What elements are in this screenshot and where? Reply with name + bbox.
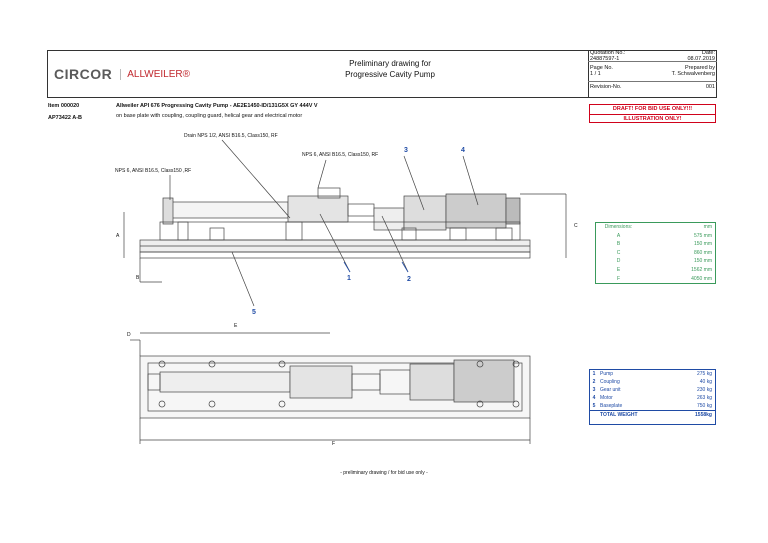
draft-line-2: ILLUSTRATION ONLY! [623,116,682,122]
dimensions-unit: mm [703,224,712,230]
ap-number: AP73422 A-B [48,115,83,121]
dim-key: F [616,275,621,282]
title-line-1: Preliminary drawing for [349,59,431,68]
dimension-row: A 575 mm [596,232,715,241]
weight-label: Pump [600,371,614,377]
callout-4: 4 [461,147,465,154]
weight-label: Baseplate [600,403,623,409]
dim-value: 150 mm [693,241,712,248]
item-description: Allweiler API 676 Progressing Cavity Pum… [116,103,318,109]
dim-letter-a: A [116,233,120,239]
weight-num: 3 [592,387,596,393]
dim-letter-e: E [234,323,238,329]
weight-value: 263 kg [696,395,712,401]
weight-row: 1 Pump 275 kg [590,370,715,378]
suction-annotation: NPS 6, ANSI B16.5, Class150 ,RF [115,168,192,174]
revision-label: Revision-No. [590,84,622,90]
dimension-row: D 150 mm [596,257,715,266]
dim-key: A [616,232,621,239]
weight-value: 40 kg [699,379,712,385]
weight-value: 275 kg [696,371,712,377]
info-grid: Quotation No.:24887597-1 Date:08.07.2019… [588,50,717,97]
dim-value: 860 mm [693,249,712,256]
dim-letter-c: C [574,223,578,229]
weights-table: 1 Pump 275 kg 2 Coupling 40 kg 3 Gear unit 230… [589,369,716,425]
weight-row: 3 Gear unit 230 kg [590,386,715,394]
company-logo: CIRCOR ALLWEILER® [48,51,193,97]
weight-row: 5 Baseplate 750 kg [590,402,715,410]
weight-num: 1 [592,371,596,377]
dim-value: 575 mm [693,232,712,239]
dim-key: E [616,266,621,273]
page-value: 1 / 1 [590,70,601,77]
draft-warning-box: DRAFT! FOR BID USE ONLY!!! ILLUSTRATION … [589,104,716,123]
dim-value: 4050 mm [691,275,712,282]
dim-key: B [616,241,621,248]
prepared-value: T. Schwalvenberg [671,70,715,77]
callout-5: 5 [252,309,256,316]
weight-value: 230 kg [696,387,712,393]
document-title: Preliminary drawing for Progressive Cavi… [300,58,480,80]
dim-key: C [616,249,621,256]
item-sub-description: on base plate with coupling, coupling gu… [116,113,303,119]
prepared-label: Prepared by [685,64,715,71]
quotation-label: Quotation No.: [590,50,626,56]
callout-3: 3 [404,147,408,154]
weight-label: Coupling [600,379,620,385]
weight-num: 4 [592,395,596,401]
weight-value: 750 kg [696,403,712,409]
info-row-revision: Revision-No. 001 [588,82,717,93]
info-row-quotation: Quotation No.:24887597-1 Date:08.07.2019 [588,50,717,62]
dim-value: 1562 mm [691,266,712,273]
item-number: Item 000020 [48,103,80,109]
footer-note: - preliminary drawing / for bid use only… [340,470,428,476]
dimension-row: C 860 mm [596,249,715,258]
weight-total-row: TOTAL WEIGHT 1558kg [590,410,715,419]
draft-line-1: DRAFT! FOR BID USE ONLY!!! [590,105,715,115]
dimension-row: E 1562 mm [596,266,715,275]
dim-key: D [616,258,621,265]
weight-row: 2 Coupling 40 kg [590,378,715,386]
dimension-row: B 150 mm [596,240,715,249]
title-line-2: Progressive Cavity Pump [345,70,435,79]
logo-circor: CIRCOR [54,66,113,82]
dim-letter-d: D [127,332,131,338]
weight-num: 2 [592,379,596,385]
dim-value: 150 mm [693,258,712,265]
date-label: Date: [701,50,715,56]
callout-1: 1 [347,275,351,282]
dim-letter-b: B [136,275,140,281]
dimensions-label: Dimensions: [604,224,633,230]
weight-row: 4 Motor 263 kg [590,394,715,402]
weight-label: Motor [600,395,613,401]
weight-label: Gear unit [600,387,621,393]
total-label: TOTAL WEIGHT [600,412,638,418]
dimensions-table: Dimensions: mm A 575 mm B 150 mm C 860 mm D… [595,222,716,284]
revision-value: 001 [705,84,715,90]
logo-allweiler: ALLWEILER® [120,68,190,80]
title-divider [588,50,589,98]
date-value: 08.07.2019 [687,55,715,62]
title-block [47,50,717,98]
callout-2: 2 [407,276,411,283]
total-value: 1558kg [695,412,712,418]
drain-annotation: Drain NPS 1/2, ANSI B16.5, Class150, RF [184,133,278,139]
page-label: Page No. [590,64,613,71]
discharge-annotation: NPS 6, ANSI B16.5, Class150, RF [302,152,379,158]
quotation-value: 24887597-1 [590,55,620,62]
dimensions-header: Dimensions: mm [596,223,715,232]
weight-num: 5 [592,403,596,409]
dimension-row: F 4050 mm [596,275,715,284]
dim-letter-f: F [332,441,336,447]
